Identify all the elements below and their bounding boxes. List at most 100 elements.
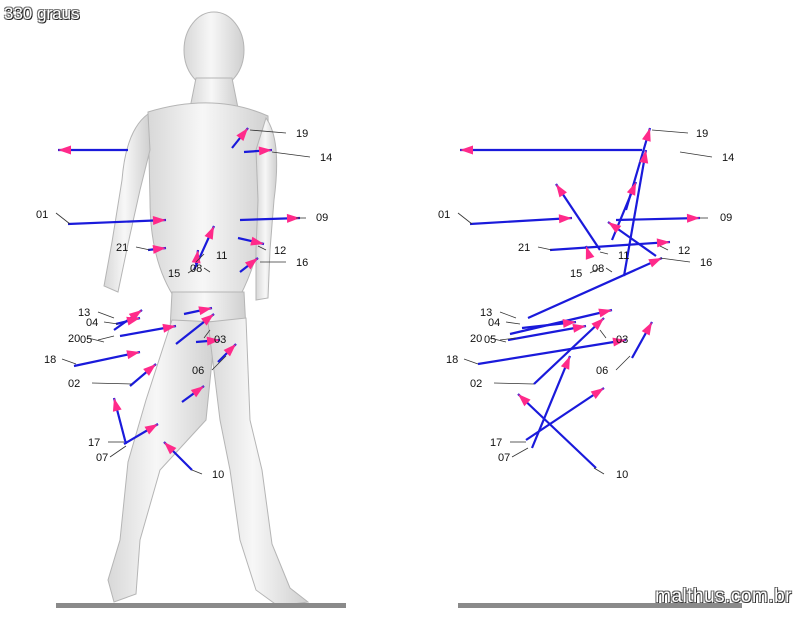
vector-right-16-arrowhead — [560, 356, 570, 370]
label-right-13: 13 — [480, 307, 492, 319]
label-right-21: 21 — [518, 242, 530, 254]
label-left-01: 01 — [36, 209, 48, 221]
vector-right-8-arrowhead — [648, 258, 662, 268]
label-right-05-leader — [499, 337, 517, 341]
label-right-18-leader — [463, 358, 479, 365]
vector-right-1-arrowhead — [558, 214, 572, 224]
vector-left-21-arrowhead — [190, 386, 204, 398]
label-right-04: 04 — [488, 317, 500, 329]
label-left-20: 20 — [68, 333, 80, 345]
vector-left-17-arrowhead — [198, 306, 212, 316]
label-left-07-leader — [109, 445, 127, 458]
label-right-15: 15 — [570, 268, 582, 280]
label-left-14-leader — [271, 151, 311, 158]
label-right-09: 09 — [720, 212, 732, 224]
vector-left-16-arrowhead — [223, 344, 236, 357]
vector-left-22-arrowhead — [206, 336, 220, 346]
vector-left-18-arrowhead — [112, 398, 122, 412]
label-left-04: 04 — [86, 317, 98, 329]
label-left-16: 16 — [296, 257, 308, 269]
label-left-11-leader — [195, 253, 205, 263]
vector-left-0-arrowhead — [58, 145, 71, 155]
label-left-06-leader — [211, 355, 227, 371]
label-right-18: 18 — [446, 354, 458, 366]
label-left-05: 05 — [80, 334, 92, 346]
label-left-08-leader — [203, 267, 211, 273]
vector-right-3-shaft — [555, 183, 601, 251]
vector-left-3-arrowhead — [258, 146, 272, 156]
vector-left-5-arrowhead — [250, 236, 264, 246]
label-right-19-leader — [651, 129, 689, 134]
label-right-01-leader — [457, 212, 473, 225]
base-plate-left — [56, 603, 346, 608]
label-left-15-leader — [187, 267, 197, 274]
vector-right-7-shaft — [549, 240, 671, 252]
watermark-text: malthus.com.br — [655, 586, 792, 607]
label-right-21-leader — [537, 246, 553, 251]
label-left-03: 03 — [214, 334, 226, 346]
vector-right-12-arrowhead — [562, 318, 576, 328]
vector-right-5-arrowhead — [626, 182, 636, 196]
label-left-10: 10 — [212, 469, 224, 481]
label-left-21: 21 — [116, 242, 128, 254]
label-right-10-leader — [593, 467, 605, 475]
vector-left-12-arrowhead — [162, 323, 176, 333]
vector-set-left — [58, 127, 301, 471]
vector-right-13-shaft — [477, 338, 627, 366]
vector-right-15-arrowhead — [641, 322, 652, 336]
vector-right-0-arrowhead — [460, 145, 473, 155]
view-angle-label: 330 graus — [4, 4, 80, 23]
label-left-20-leader — [87, 337, 105, 343]
label-right-19: 19 — [696, 128, 708, 140]
vector-right-16-shaft — [530, 355, 572, 449]
vector-right-10-arrowhead — [598, 308, 612, 318]
vector-right-17-shaft — [525, 387, 605, 441]
vector-right-18-arrowhead — [518, 394, 531, 407]
label-right-12-leader — [659, 245, 669, 251]
vector-left-19-arrowhead — [144, 424, 158, 435]
label-left-10-leader — [191, 469, 203, 475]
label-right-03-leader — [599, 329, 607, 339]
vector-left-4-arrowhead — [286, 213, 300, 223]
label-right-04-leader — [505, 321, 521, 325]
label-left-13: 13 — [78, 307, 90, 319]
vector-right-9-arrowhead — [608, 222, 622, 234]
label-left-13-leader — [97, 311, 115, 319]
vector-left-1-shaft — [67, 218, 167, 226]
label-right-20: 20 — [470, 333, 482, 345]
vector-right-18-shaft — [517, 393, 597, 469]
label-left-08: 08 — [190, 263, 202, 275]
label-left-04-leader — [103, 321, 119, 325]
vector-left-1-arrowhead — [152, 216, 166, 226]
vector-left-13-arrowhead — [126, 350, 140, 360]
label-left-02-leader — [91, 382, 133, 385]
label-left-18-leader — [61, 358, 77, 365]
label-right-11-leader — [599, 251, 609, 255]
vector-right-6-shaft — [615, 216, 701, 222]
vector-right-6-arrowhead — [686, 213, 700, 223]
vector-set-right — [460, 127, 701, 469]
label-right-07-leader — [511, 447, 529, 458]
vector-left-15-arrowhead — [201, 314, 214, 326]
label-right-12: 12 — [678, 245, 690, 257]
vector-right-14-arrowhead — [591, 318, 604, 331]
vector-right-13-arrowhead — [612, 337, 626, 347]
label-right-01: 01 — [438, 209, 450, 221]
vector-left-7-arrowhead — [204, 226, 214, 240]
vector-right-4-shaft — [622, 149, 648, 277]
label-right-06-leader — [615, 355, 631, 371]
label-left-09: 09 — [316, 212, 328, 224]
label-right-15-leader — [589, 267, 601, 274]
label-right-07: 07 — [498, 452, 510, 464]
label-left-07: 07 — [96, 452, 108, 464]
label-left-17: 17 — [88, 437, 100, 449]
label-right-11: 11 — [618, 250, 629, 262]
label-right-02: 02 — [470, 378, 482, 390]
label-left-19: 19 — [296, 128, 308, 140]
vector-left-6-arrowhead — [244, 258, 258, 270]
label-right-13-leader — [499, 311, 517, 319]
label-left-06: 06 — [192, 365, 204, 377]
